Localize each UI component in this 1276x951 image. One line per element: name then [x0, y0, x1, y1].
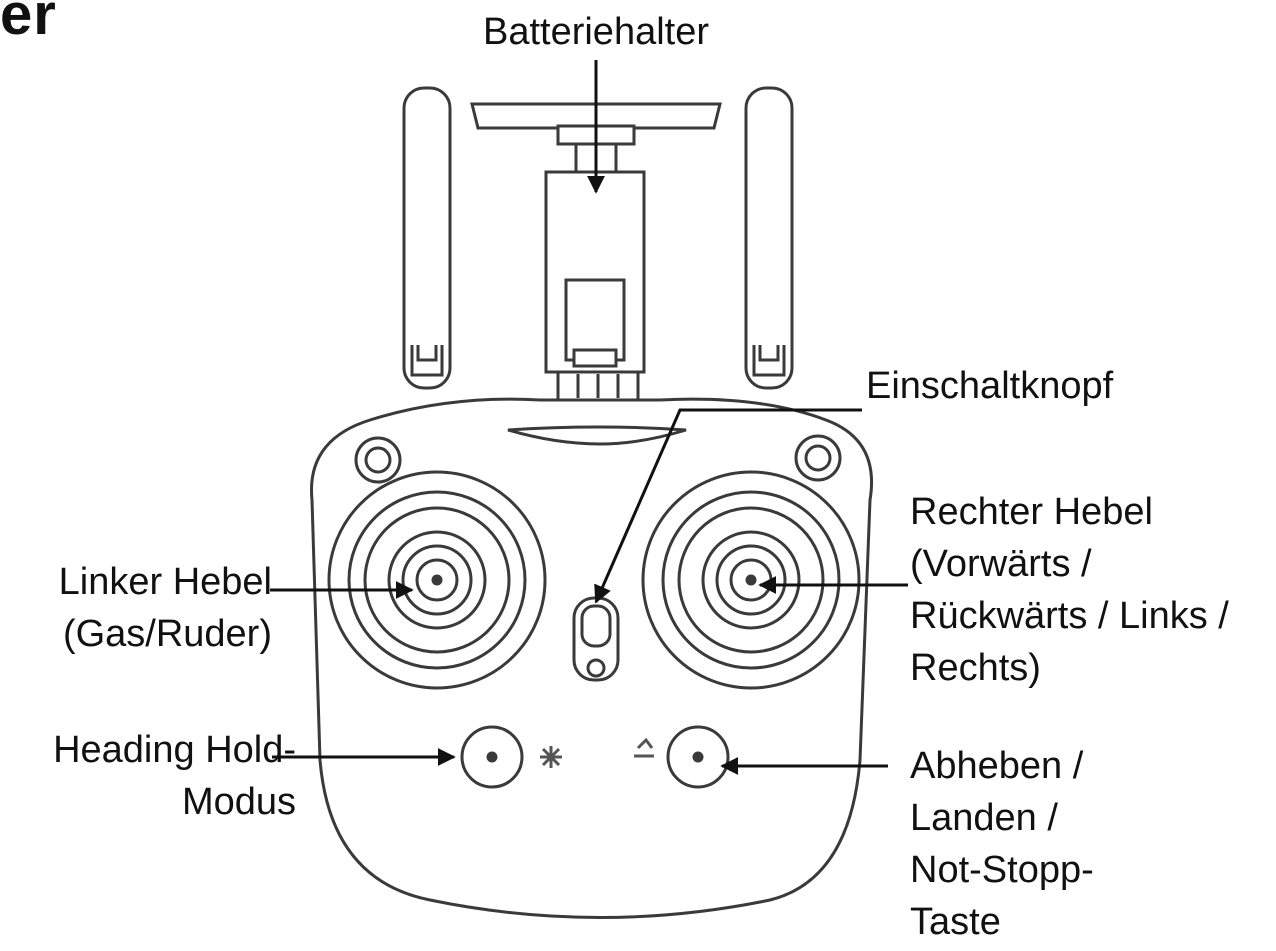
takeoff-land-button [666, 725, 730, 789]
left-stick-label-line: (Gas/Ruder) [62, 613, 272, 655]
takeoff-land-label-line: Landen / [910, 797, 1058, 839]
right-stick-label-line: Rückwärts / Links / [910, 595, 1229, 637]
heading-hold-label-line: Modus [181, 781, 296, 823]
right-stick [641, 470, 861, 690]
takeoff-land-label-line: Abheben / [910, 745, 1084, 787]
takeoff-land-label-line: Not-Stopp- [910, 849, 1094, 891]
right-stick-label-line: (Vorwärts / [910, 543, 1092, 585]
headless-mode-icon [540, 746, 562, 768]
left-stick-label: Linker Hebel (Gas/Ruder) [10, 556, 272, 660]
takeoff-land-label-line: Taste [910, 901, 1001, 943]
left-stick [327, 470, 547, 690]
power-button-arrow [594, 408, 862, 604]
power-switch [572, 596, 620, 682]
power-button-label: Einschaltknopf [866, 365, 1114, 407]
left-antenna [402, 86, 452, 390]
controller-outline [309, 86, 874, 919]
heading-hold-label: Heading Hold- Modus [0, 724, 296, 828]
right-stick-label-line: Rechter Hebel [910, 491, 1153, 533]
battery-holder-label: Batteriehalter [482, 11, 709, 53]
right-stick-label: Rechter Hebel (Vorwärts / Rückwärts / Li… [910, 486, 1229, 694]
takeoff-icon [634, 737, 654, 758]
left-stick-label-line: Linker Hebel [58, 561, 272, 603]
heading-hold-button [460, 725, 524, 789]
heading-hold-label-line: Heading Hold- [53, 729, 296, 771]
section-heading-fragment: er [0, 0, 57, 47]
right-antenna [744, 86, 794, 390]
takeoff-land-label: Abheben / Landen / Not-Stopp- Taste [910, 740, 1094, 948]
right-stick-label-line: Rechts) [910, 647, 1041, 689]
